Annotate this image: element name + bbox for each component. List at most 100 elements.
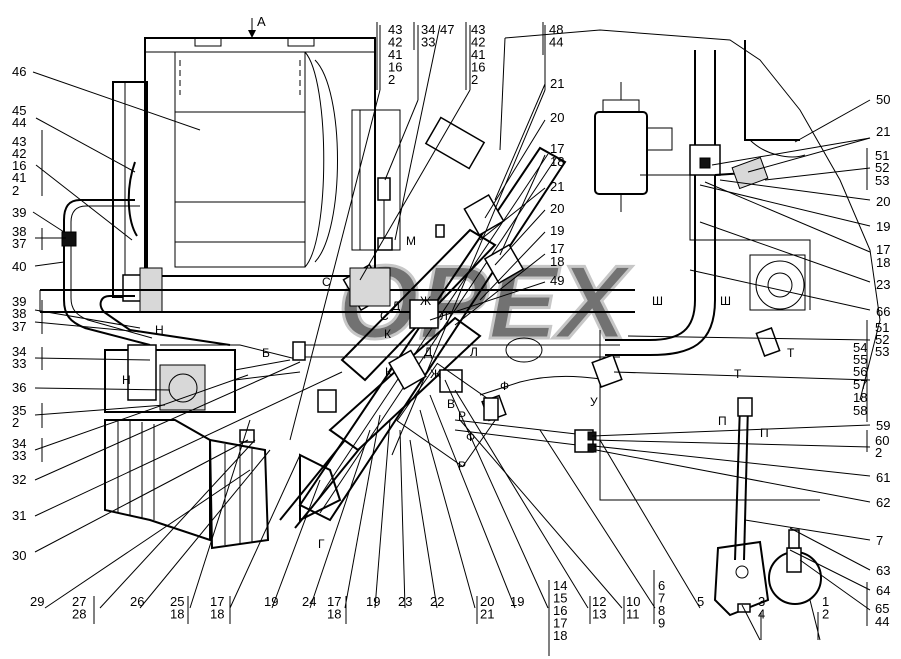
part-number-label: 42 <box>471 35 485 50</box>
part-number-label: 64 <box>876 583 890 598</box>
part-number-label: 22 <box>430 594 444 609</box>
part-number-label: 36 <box>12 380 26 395</box>
section-marker: С <box>380 309 389 323</box>
part-number-label: 2 <box>471 72 478 87</box>
part-number-label: 25 <box>170 594 184 609</box>
part-number-label: 13 <box>592 607 606 622</box>
part-number-label: 18 <box>327 607 341 622</box>
part-number-label: 34 <box>12 344 26 359</box>
part-number-label: 43 <box>12 134 26 149</box>
part-number-label: 21 <box>480 607 494 622</box>
part-number-label: 50 <box>876 92 890 107</box>
part-number-label: 17 <box>876 242 890 257</box>
part-number-label: 18 <box>853 390 867 405</box>
part-number-label: 39 <box>12 205 26 220</box>
part-number-label: 18 <box>550 254 564 269</box>
part-number-label: 57 <box>853 377 867 392</box>
part-number-label: 2 <box>12 415 19 430</box>
section-marker: Н <box>122 373 131 387</box>
part-number-label: 21 <box>876 124 890 139</box>
part-number-label: 52 <box>875 332 889 347</box>
sensor-rod <box>591 327 781 561</box>
part-number-label: 33 <box>12 448 26 463</box>
part-number-label: 10 <box>626 594 640 609</box>
part-number-label: 16 <box>388 60 402 75</box>
engine-outline <box>499 29 881 501</box>
part-number-label: 56 <box>853 364 867 379</box>
section-marker: Д <box>392 299 400 313</box>
part-number-label: 3 <box>758 594 765 609</box>
part-number-label: 16 <box>553 603 567 618</box>
section-marker: Ш <box>720 294 731 308</box>
section-marker: Р <box>458 409 466 423</box>
view-arrow: A <box>248 14 266 38</box>
leader-lines <box>32 24 871 641</box>
part-number-label: 26 <box>130 594 144 609</box>
frame-rails <box>39 289 635 363</box>
part-number-label: 7 <box>658 591 665 606</box>
part-number-label: 20 <box>550 110 564 125</box>
part-number-label: 21 <box>550 179 564 194</box>
part-number-label: 16 <box>471 60 485 75</box>
part-number-label: 43 <box>388 22 402 37</box>
part-number-label: 47 <box>440 22 454 37</box>
part-number-label: 43 <box>471 22 485 37</box>
part-number-label: 29 <box>30 594 44 609</box>
part-number-label: 46 <box>12 64 26 79</box>
part-number-label: 53 <box>875 344 889 359</box>
part-number-label: 4 <box>758 607 765 622</box>
part-number-label: 28 <box>72 607 86 622</box>
part-number-label: 23 <box>876 277 890 292</box>
section-marker: Б <box>262 346 270 360</box>
part-number-label: 53 <box>875 173 889 188</box>
section-marker: К <box>384 327 391 341</box>
part-number-label: 19 <box>510 594 524 609</box>
part-number-label: 51 <box>875 148 889 163</box>
hydraulic-tank <box>104 419 270 550</box>
part-number-label: 61 <box>876 470 890 485</box>
part-number-label: 60 <box>875 433 889 448</box>
part-number-label: 20 <box>480 594 494 609</box>
part-number-label: 35 <box>12 403 26 418</box>
part-number-label: 19 <box>366 594 380 609</box>
part-number-label: 32 <box>12 472 26 487</box>
part-number-label: 6 <box>658 578 665 593</box>
part-number-label: 7 <box>876 533 883 548</box>
part-number-label: 45 <box>12 103 26 118</box>
part-number-label: 38 <box>12 306 26 321</box>
section-marker: У <box>590 395 598 409</box>
part-number-label: 49 <box>550 273 564 288</box>
section-marker: Г <box>318 537 325 551</box>
part-number-label: 18 <box>170 607 184 622</box>
part-number-label: 19 <box>264 594 278 609</box>
part-number-label: 55 <box>853 352 867 367</box>
part-number-label: 37 <box>12 319 26 334</box>
section-marker: Т <box>734 367 742 381</box>
part-number-label: 42 <box>388 35 402 50</box>
labels-left: 4645444342164123938374039383734333635234… <box>12 64 26 563</box>
part-number-label: 23 <box>398 594 412 609</box>
part-number-label: 17 <box>550 141 564 156</box>
section-marker: Ф <box>466 430 475 444</box>
pipelines-left <box>61 199 301 361</box>
part-number-label: 12 <box>592 594 606 609</box>
vertical-pipe-right <box>605 50 769 356</box>
view-marker: A <box>257 14 266 29</box>
section-marker: Ж <box>430 367 441 381</box>
part-number-label: 59 <box>876 418 890 433</box>
part-number-label: 41 <box>388 47 402 62</box>
part-number-label: 34 <box>421 22 435 37</box>
part-number-label: 5 <box>697 594 704 609</box>
section-marker: П <box>760 426 769 440</box>
part-number-label: 18 <box>210 607 224 622</box>
part-number-label: 41 <box>471 47 485 62</box>
part-number-label: 37 <box>12 236 26 251</box>
part-number-label: 14 <box>553 578 567 593</box>
labels-right: 5021515253201917182366515253545556571858… <box>853 92 890 629</box>
part-number-label: 15 <box>553 591 567 606</box>
pump-housing <box>104 344 301 413</box>
